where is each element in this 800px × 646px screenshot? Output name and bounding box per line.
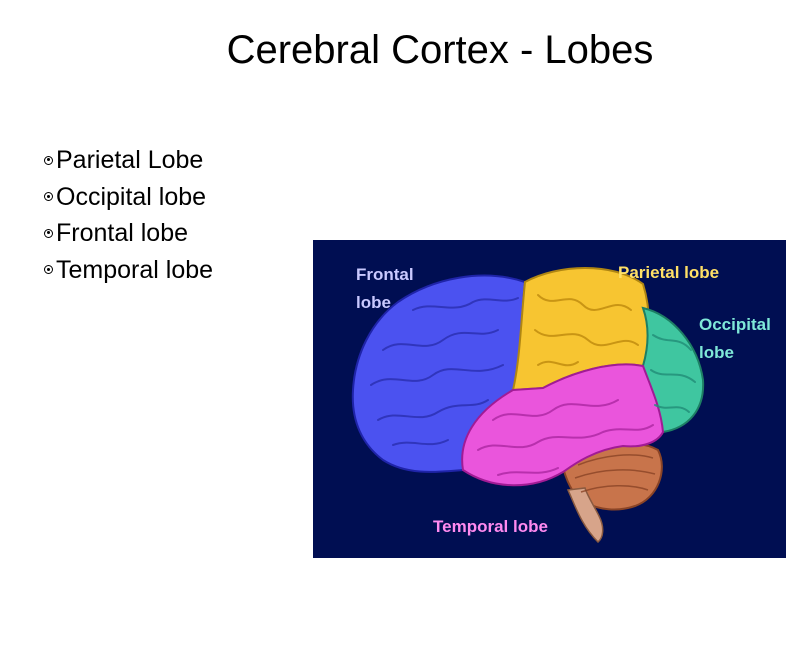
frontal-label-line2: lobe [356,293,391,312]
bullet-icon [44,265,53,275]
bullet-icon [44,192,53,202]
list-item-text: Frontal lobe [56,219,189,247]
temporal-lobe [461,363,665,487]
parietal-label: Parietal lobe [618,263,719,282]
temporal-label: Temporal lobe [433,517,548,536]
occipital-label-line2: lobe [699,343,734,362]
slide-title: Cerebral Cortex - Lobes [226,28,654,72]
occipital-label-line1: Occipital [699,315,771,334]
frontal-gyri [370,297,519,446]
bullet-icon [44,228,53,238]
brain-illustration: Frontal lobe Parietal lobe Occipital lob… [351,263,771,544]
occipital-gyri [650,334,696,413]
list-item-text: Temporal lobe [56,255,214,284]
bullet-icon [44,155,53,165]
occipital-lobe [641,306,705,434]
list-item-text: Parietal Lobe [56,146,204,174]
list-item: Parietal Lobe [44,142,213,179]
list-item: Occipital lobe [44,179,213,216]
list-item-text: Occipital lobe [56,182,207,211]
brainstem [566,487,604,544]
lobe-list: Parietal Lobe Occipital lobe Frontal lob… [44,142,213,288]
list-item: Temporal lobe [44,252,213,289]
cerebellum-folia [574,454,656,493]
brain-figure: Frontal lobe Parietal lobe Occipital lob… [313,240,786,558]
parietal-gyri [534,294,639,367]
temporal-gyri [477,399,654,476]
frontal-label-line1: Frontal [356,265,414,284]
list-item: Frontal lobe [44,215,213,252]
